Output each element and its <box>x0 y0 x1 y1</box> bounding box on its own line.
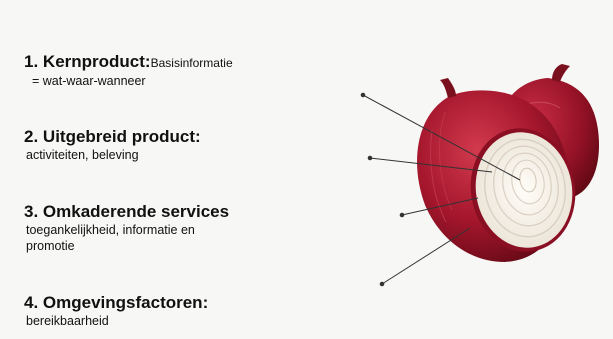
item-number: 3. <box>24 202 39 221</box>
list-item-omkaderende-services: 3. Omkaderende services toegankelijkheid… <box>24 202 229 254</box>
list-item-uitgebreid-product: 2. Uitgebreid product: activiteiten, bel… <box>24 127 201 162</box>
item-title: Omgevingsfactoren <box>42 293 203 312</box>
item-title: Kernproduct <box>42 52 145 71</box>
item-description: = wat-waar-wanneer <box>32 74 146 88</box>
item-description: toegankelijkheid, informatie en <box>26 223 195 237</box>
pointer-line-1 <box>362 94 521 181</box>
item-description: activiteiten, beleving <box>26 148 139 162</box>
list-item-kernproduct: 1. Kernproduct:Basisinformatie = wat-waa… <box>24 52 233 88</box>
item-title: Uitgebreid product <box>42 127 195 146</box>
pointer-line-4 <box>381 227 471 285</box>
item-inline-text: Basisinformatie <box>150 56 233 70</box>
item-number: 4. <box>24 293 39 312</box>
cut-onion <box>417 78 576 262</box>
list-item-omgevingsfactoren: 4. Omgevingsfactoren: bereikbaarheid <box>24 293 209 328</box>
pointer-lines <box>360 92 521 287</box>
item-title: Omkaderende services <box>42 202 230 221</box>
item-description-cont: promotie <box>26 239 75 253</box>
pointer-line-3 <box>401 197 479 216</box>
pointer-line-2 <box>369 157 493 173</box>
item-number: 2. <box>24 127 39 146</box>
item-description: bereikbaarheid <box>26 314 109 328</box>
item-number: 1. <box>24 52 39 71</box>
